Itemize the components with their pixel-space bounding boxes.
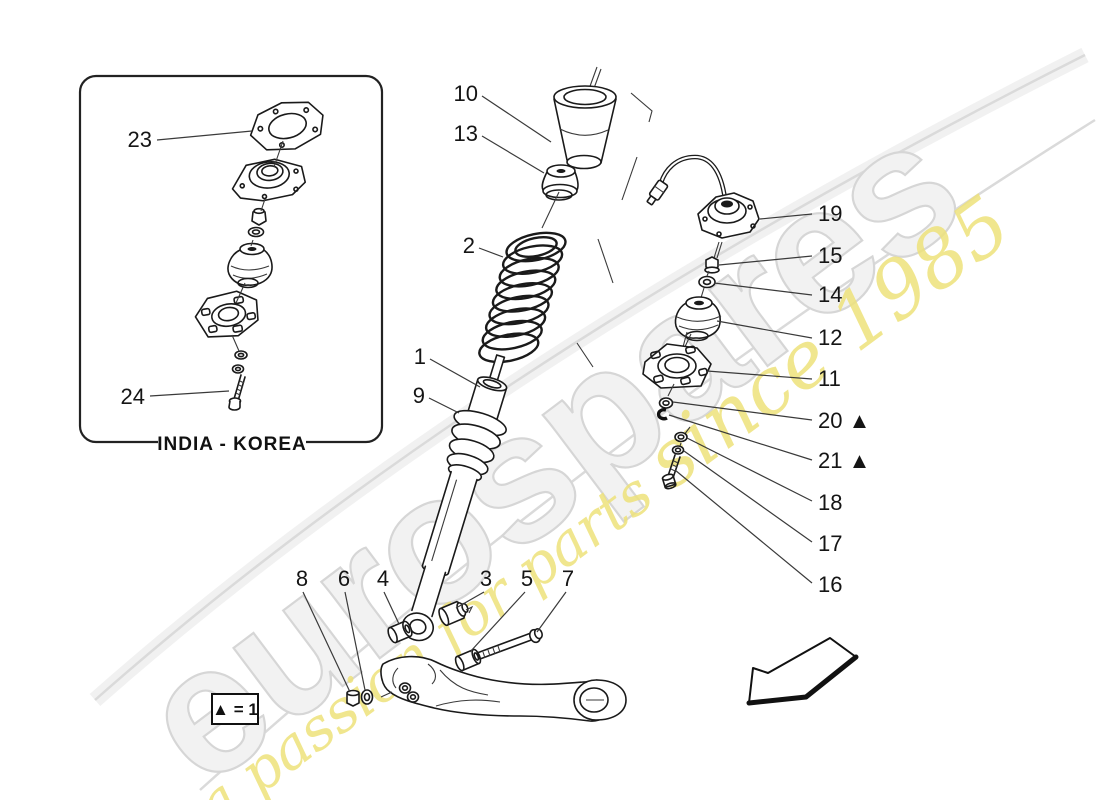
bushing-part [438, 600, 469, 627]
washer-part [698, 275, 716, 289]
part-label-6: 6 [338, 566, 350, 591]
washer-part [247, 226, 265, 238]
stud-line [713, 241, 723, 259]
part-label-8: 8 [296, 566, 308, 591]
bushing-part [454, 648, 482, 672]
part-label-23: 23 [128, 127, 152, 152]
swoosh-curve-upper [94, 53, 1086, 701]
axis-line [667, 383, 675, 397]
inset-caption: INDIA - KOREA [157, 434, 307, 455]
sensor-mount-part [646, 154, 760, 239]
part-label-3: 3 [480, 566, 492, 591]
washer-part [671, 445, 685, 455]
part-label-24: 24 [121, 384, 145, 409]
part-label-4: 4 [377, 566, 389, 591]
part-label-9: 9 [413, 383, 425, 408]
caption-backing [158, 431, 306, 455]
legend-border [211, 693, 259, 725]
part-label-13: 13 [454, 121, 478, 146]
legend-label: ▲ = 1 [212, 700, 258, 719]
part-label-15: 15 [818, 243, 842, 268]
bump-stop-part [541, 164, 579, 229]
part-label-12: 12 [818, 325, 842, 350]
bolt-part [228, 374, 246, 411]
orientation-tick [465, 605, 474, 614]
part-label-20: 20 ▲ [818, 408, 870, 433]
dust-cover-part [553, 66, 617, 170]
part-label-2: 2 [463, 233, 475, 258]
nut-part [704, 256, 720, 274]
leader-lines [149, 95, 813, 693]
washer-part [360, 689, 374, 705]
bushing-part [387, 620, 413, 644]
bolt-part [661, 454, 681, 490]
bolt-part [476, 628, 543, 660]
washer-part [674, 431, 688, 443]
part-label-14: 14 [818, 282, 842, 307]
axis-line [231, 140, 284, 352]
gasket-plate-part [249, 101, 324, 151]
lock-nut-part [251, 207, 267, 226]
sensor-cable [658, 154, 728, 200]
washer-part [658, 397, 674, 409]
part-label-11: 11 [818, 366, 841, 391]
inset-box: INDIA - KOREA [78, 74, 384, 455]
part-label-1: 1 [414, 344, 426, 369]
part-label-5: 5 [521, 566, 533, 591]
part-label-17: 17 [818, 531, 842, 556]
part-label-10: 10 [454, 81, 478, 106]
washer-part [231, 364, 245, 374]
part-labels: 23 24 10 13 2 1 9 8 6 4 3 5 7 19 15 14 1… [121, 81, 871, 597]
nut-part [346, 689, 360, 707]
part-label-21: 21 ▲ [818, 448, 870, 473]
part-label-16: 16 [818, 572, 842, 597]
part-label-18: 18 [818, 490, 842, 515]
control-arm-part [380, 655, 627, 722]
plate-part [642, 343, 712, 389]
spring-seat-rings-part [446, 409, 507, 482]
swoosh-curve-lower [199, 118, 1096, 791]
clip-part [656, 408, 668, 421]
upper-mount-part [231, 158, 307, 202]
hex-plate-part [194, 290, 259, 338]
washer-part [234, 350, 248, 360]
buffer-part [674, 296, 722, 342]
direction-arrow-icon [746, 637, 859, 706]
part-label-19: 19 [818, 201, 842, 226]
legend-box: ▲ = 1 [211, 693, 259, 725]
alignment-lines [576, 92, 653, 368]
part-label-7: 7 [562, 566, 574, 591]
rubber-buffer-part [227, 242, 273, 289]
cable-connector [646, 179, 669, 206]
coil-spring-part [478, 231, 567, 364]
